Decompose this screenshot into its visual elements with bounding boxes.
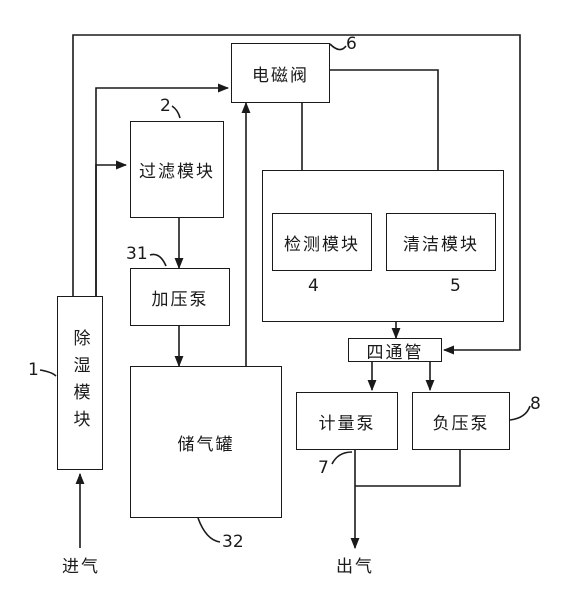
ref-number-7: 7 (318, 458, 329, 478)
dehumidify-module: 除湿模块 (57, 296, 103, 470)
tank-label: 储气罐 (177, 434, 235, 455)
leader-1 (39, 369, 57, 377)
leader-2 (171, 105, 181, 119)
line-negative-out (355, 450, 461, 487)
solenoid-valve: 电磁阀 (231, 43, 330, 103)
dehumidify-label: 除湿模块 (69, 329, 90, 437)
cleaning-module: 清洁模块 (386, 213, 496, 271)
detection-label: 检测模块 (284, 234, 360, 255)
leader-32 (197, 517, 221, 543)
detection-module: 检测模块 (272, 213, 372, 271)
ref-number-31: 31 (126, 244, 148, 264)
filter-label: 过滤模块 (139, 162, 215, 182)
ref-number-2: 2 (160, 96, 171, 116)
pump-label: 加压泵 (151, 289, 209, 310)
fourway-label: 四通管 (366, 342, 424, 363)
negative-label: 负压泵 (432, 413, 490, 434)
gas-tank: 储气罐 (130, 366, 282, 518)
pressurize-pump: 加压泵 (130, 268, 230, 326)
leader-6 (329, 43, 347, 51)
filter-module: 过滤模块 (130, 121, 224, 218)
line-to-filter (95, 160, 128, 296)
leader-7 (331, 451, 353, 465)
line-bypass-top (72, 34, 521, 355)
ref-number-32: 32 (222, 532, 244, 552)
outlet-label: 出气 (336, 557, 374, 577)
ref-number-8: 8 (530, 394, 541, 414)
ref-number-4: 4 (308, 276, 319, 296)
leader-8 (509, 405, 531, 421)
line-to-valve (95, 83, 230, 296)
cleaning-label: 清洁模块 (403, 234, 479, 255)
inlet-label: 进气 (62, 557, 100, 577)
ref-number-6: 6 (346, 34, 357, 54)
line-valve-cleaning (330, 69, 443, 212)
leader-31 (149, 253, 167, 267)
four-way-pipe: 四通管 (348, 338, 442, 363)
ref-number-5: 5 (450, 276, 461, 296)
negative-pressure-pump: 负压泵 (412, 392, 510, 450)
metering-pump: 计量泵 (296, 392, 398, 450)
ref-number-1: 1 (28, 360, 39, 380)
metering-label: 计量泵 (318, 413, 376, 434)
valve-label: 电磁阀 (252, 65, 309, 86)
